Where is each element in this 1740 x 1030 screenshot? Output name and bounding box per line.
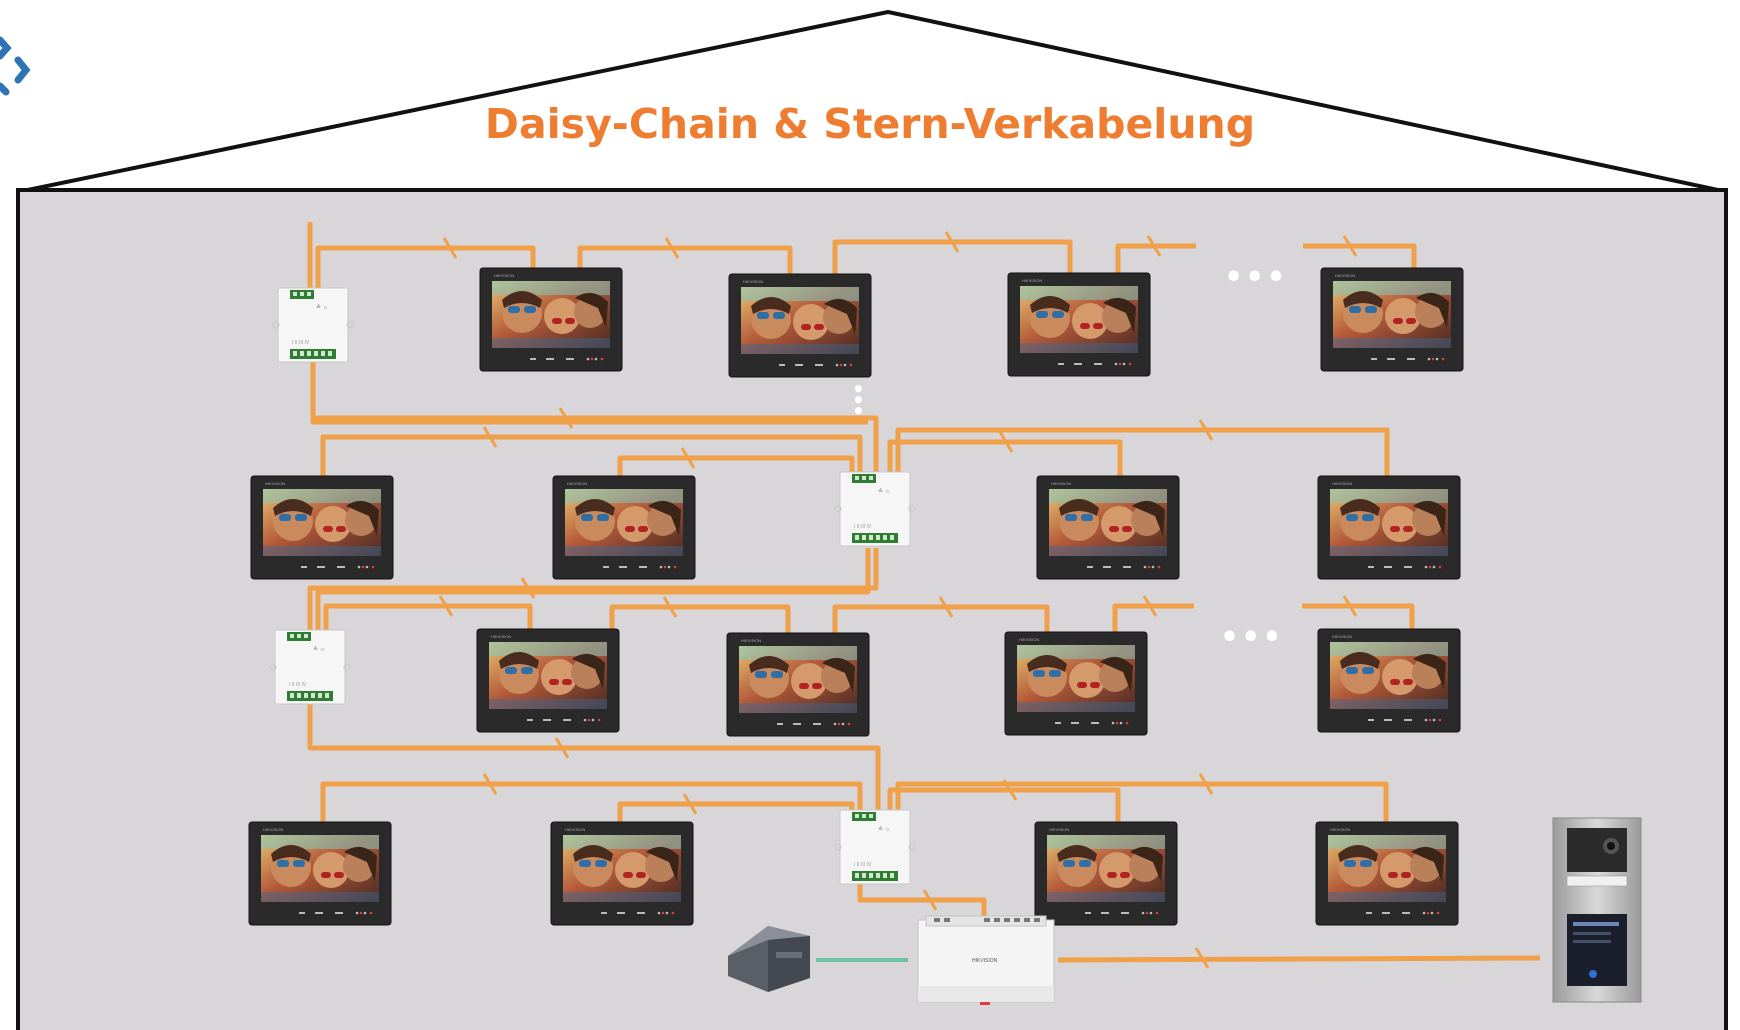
more-monitors-ellipsis: ••• (1220, 620, 1284, 655)
cable-daisy-9 (1112, 603, 1194, 634)
cable-daisy-8 (832, 604, 1050, 634)
cable-daisy-5 (1303, 243, 1417, 268)
central-unit-icon: HIKVISION (917, 915, 1055, 1005)
distributor-icon (272, 287, 354, 363)
indoor-monitor-icon (1036, 475, 1180, 580)
cable-star-2a (320, 781, 863, 822)
door-station-icon (1552, 817, 1642, 1003)
cable-star-2c (887, 787, 1121, 822)
cable-trunk-2b (315, 548, 871, 630)
indoor-monitor-icon (1317, 475, 1461, 580)
indoor-monitor-icon (248, 821, 392, 926)
indoor-monitor-icon (728, 273, 872, 378)
cable-to-central (857, 884, 987, 920)
cable-trunk-1b (310, 360, 868, 425)
cable-daisy-10 (1302, 603, 1415, 630)
power-supply-icon (728, 926, 810, 992)
indoor-monitor-icon (476, 628, 620, 733)
indoor-monitor-icon (1315, 821, 1459, 926)
cable-star-1a (320, 434, 863, 476)
logo-chevron-icon (0, 36, 31, 96)
cable-star-2b (617, 801, 855, 822)
indoor-monitor-icon (250, 475, 394, 580)
cable-ticks (438, 231, 1358, 969)
distributor-icon (834, 471, 916, 547)
more-monitors-ellipsis: ••• (1224, 260, 1288, 295)
indoor-monitor-icon (1034, 821, 1178, 926)
indoor-monitor-icon (1004, 631, 1148, 736)
distributor-icon (269, 629, 351, 705)
cable-star-1d (895, 427, 1390, 476)
indoor-monitor-icon (479, 267, 623, 372)
svg-text:HIKVISION: HIKVISION (972, 958, 998, 964)
indoor-monitor-icon (726, 632, 870, 737)
indoor-monitor-icon (550, 821, 694, 926)
cable-star-1b (617, 455, 855, 476)
indoor-monitor-icon (1320, 267, 1464, 372)
cable-trunk-2 (307, 548, 879, 630)
indoor-monitor-icon (1317, 628, 1461, 733)
cable-door-station (1057, 955, 1541, 963)
cabling (307, 222, 1541, 963)
cable-daisy-6 (323, 603, 533, 630)
cable-daisy-1 (315, 245, 536, 290)
diagram-title: Daisy-Chain & Stern-Verkabelung (484, 100, 1256, 148)
distributor-icon (834, 809, 916, 885)
cable-daisy-4 (1115, 243, 1196, 275)
cable-daisy-2 (577, 245, 793, 275)
cable-star-2d (895, 781, 1389, 822)
indoor-monitor-icon (552, 475, 696, 580)
more-distributors-ellipsis: ••• (852, 377, 865, 423)
indoor-monitor-icon (1007, 272, 1151, 377)
cable-trunk-3 (307, 704, 881, 810)
cable-daisy-7 (609, 604, 791, 634)
